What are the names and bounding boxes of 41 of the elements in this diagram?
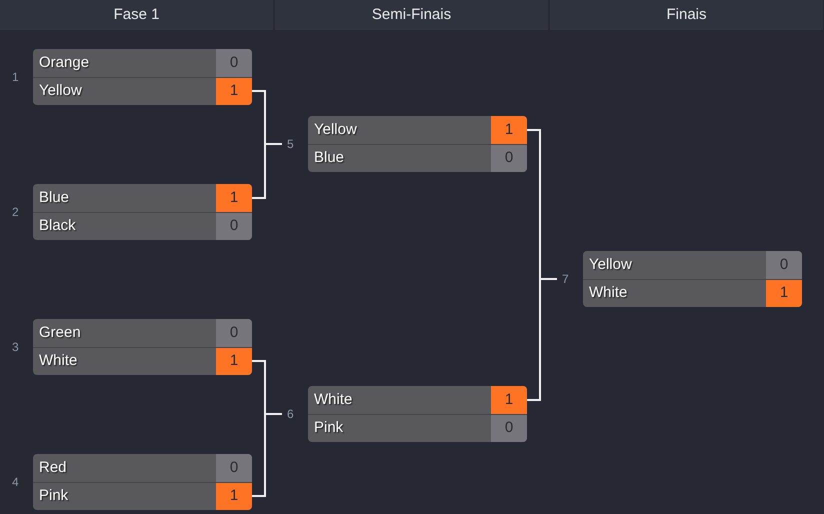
score-cell: 1 — [766, 280, 802, 307]
bracket-connector — [252, 143, 282, 199]
score-cell: 0 — [491, 145, 527, 172]
team-name: Blue — [38, 188, 70, 208]
score-cell: 0 — [766, 251, 802, 279]
bracket-connector — [252, 413, 282, 497]
match-number: 2 — [12, 204, 19, 221]
score-cell: 0 — [216, 319, 252, 347]
score-cell: 1 — [216, 483, 252, 510]
team-name: Pink — [313, 418, 344, 438]
score-cell: 0 — [216, 454, 252, 482]
score-cell: 0 — [216, 49, 252, 77]
team-name: Orange — [38, 52, 90, 73]
score-cell: 1 — [216, 184, 252, 212]
team-name: Yellow — [38, 81, 83, 102]
column-header: Finais — [550, 0, 824, 30]
team-name: Pink — [38, 486, 70, 506]
score-cell: 1 — [216, 78, 252, 105]
match-number: 5 — [287, 136, 294, 153]
bracket-connector — [527, 278, 557, 401]
team-name: Red — [38, 458, 68, 478]
score-cell: 1 — [216, 348, 252, 375]
team-name: Green — [38, 322, 82, 343]
team-name: White — [588, 283, 628, 304]
team-name: Yellow — [588, 254, 633, 275]
match-number: 3 — [12, 339, 19, 356]
team-name: White — [38, 351, 78, 372]
team-name: Yellow — [313, 120, 358, 140]
column-header: Semi-Finais — [275, 0, 549, 30]
score-cell: 1 — [491, 386, 527, 414]
team-name: White — [313, 390, 354, 410]
team-name: Black — [38, 216, 77, 236]
column-header: Fase 1 — [0, 0, 274, 30]
match-number: 4 — [12, 474, 19, 491]
match-number: 7 — [562, 271, 569, 288]
score-cell: 0 — [216, 213, 252, 240]
match-number: 6 — [287, 406, 294, 423]
score-cell: 1 — [491, 116, 527, 144]
score-cell: 0 — [491, 415, 527, 442]
match-number: 1 — [12, 69, 19, 86]
team-name: Blue — [313, 148, 346, 168]
